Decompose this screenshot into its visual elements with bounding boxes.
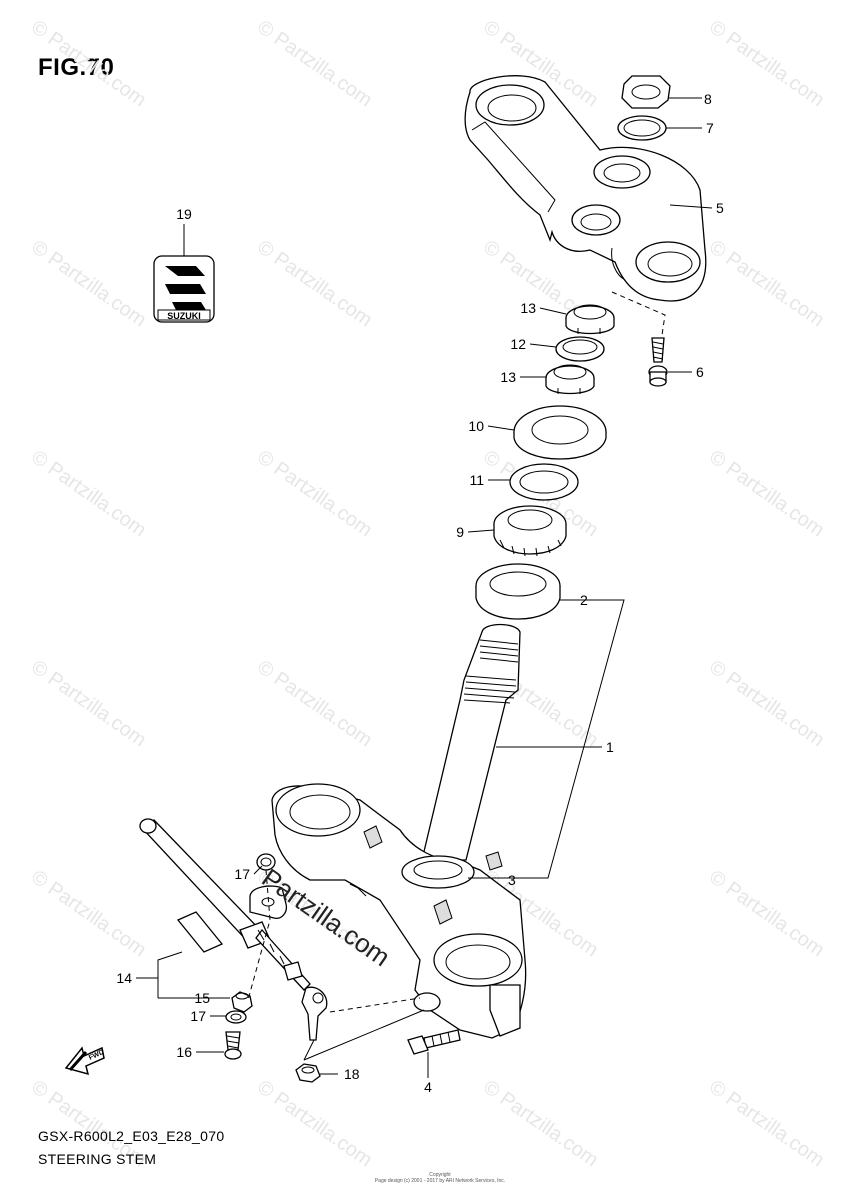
part-upper-bracket[interactable]	[464, 75, 707, 302]
callout-6[interactable]: 6	[696, 364, 704, 380]
part-stem-dust-seal[interactable]	[401, 855, 475, 889]
watermark-text-1: © Partzilla.com	[253, 16, 376, 111]
watermark-text-19: © Partzilla.com	[705, 866, 828, 961]
watermark-text-12: © Partzilla.com	[27, 656, 150, 751]
callout-18[interactable]: 18	[344, 1066, 360, 1082]
part-upper-bearing[interactable]	[493, 505, 567, 557]
callout-13[interactable]: 13	[500, 369, 516, 385]
part-lock-nut-lower[interactable]	[545, 364, 595, 395]
watermark-text-3: © Partzilla.com	[705, 16, 828, 111]
part-steering-stem[interactable]	[271, 623, 527, 1039]
callout-7[interactable]: 7	[706, 120, 714, 136]
watermark-text-23: © Partzilla.com	[705, 1076, 828, 1171]
callout-5[interactable]: 5	[716, 200, 724, 216]
callout-4[interactable]: 4	[424, 1079, 432, 1095]
fig-title: FIG.70	[38, 54, 115, 81]
section-name: STEERING STEM	[38, 1151, 157, 1167]
callout-13[interactable]: 13	[520, 300, 536, 316]
part-washer-17-lower[interactable]	[225, 1010, 247, 1024]
watermark-text-11: © Partzilla.com	[705, 446, 828, 541]
watermark-text-21: © Partzilla.com	[253, 1076, 376, 1171]
part-suzuki-emblem[interactable]	[153, 255, 215, 323]
model-code: GSX-R600L2_E03_E28_070	[38, 1128, 225, 1144]
footer-copyright-line: Copyright	[429, 1172, 451, 1178]
watermark-text-13: © Partzilla.com	[253, 656, 376, 751]
part-lock-washer[interactable]	[555, 336, 605, 362]
part-damper-bolt[interactable]	[224, 1031, 242, 1060]
footer-credit-line: Page design (c) 2001 - 2017 by ARI Netwo…	[374, 1178, 506, 1184]
callout-14[interactable]: 14	[116, 970, 132, 986]
watermark-text-9: © Partzilla.com	[253, 446, 376, 541]
watermark-text-7: © Partzilla.com	[705, 236, 828, 331]
footer-copyright: Copyright Page design (c) 2001 - 2017 by…	[360, 1172, 520, 1184]
callout-16[interactable]: 16	[176, 1044, 192, 1060]
callout-9[interactable]: 9	[456, 524, 464, 540]
callout-1[interactable]: 1	[606, 739, 614, 755]
part-damper-bracket[interactable]	[249, 885, 288, 919]
callout-17[interactable]: 17	[190, 1008, 206, 1024]
callout-12[interactable]: 12	[510, 336, 526, 352]
callout-19[interactable]: 19	[176, 206, 192, 222]
part-steering-damper[interactable]	[139, 818, 328, 1041]
part-pinch-bolt[interactable]	[407, 1029, 461, 1055]
watermark-text-15: © Partzilla.com	[705, 656, 828, 751]
leader-lines	[136, 97, 713, 1078]
part-damper-nut[interactable]	[231, 991, 253, 1013]
callout-3[interactable]: 3	[508, 872, 516, 888]
forward-arrow-icon	[64, 1046, 105, 1076]
part-lower-race[interactable]	[475, 563, 561, 620]
part-damper-end-nut[interactable]	[295, 1063, 321, 1083]
callout-11[interactable]: 11	[469, 472, 484, 488]
part-seal-washer[interactable]	[509, 463, 579, 501]
part-washer[interactable]	[617, 115, 667, 141]
callout-15[interactable]: 15	[194, 990, 210, 1006]
part-steering-stem-nut[interactable]	[621, 75, 671, 109]
callout-17[interactable]: 17	[234, 866, 250, 882]
watermark-text-8: © Partzilla.com	[27, 446, 150, 541]
watermark-text-22: © Partzilla.com	[479, 1076, 602, 1171]
watermark-text-0: © Partzilla.com	[27, 16, 150, 111]
part-dust-seal[interactable]	[513, 405, 607, 460]
emblem-brand-text: SUZUKI	[167, 311, 201, 321]
callout-2[interactable]: 2	[580, 592, 588, 608]
watermark-text-4: © Partzilla.com	[27, 236, 150, 331]
callout-8[interactable]: 8	[704, 91, 712, 107]
watermark-text-5: © Partzilla.com	[253, 236, 376, 331]
part-bolt-upper[interactable]	[648, 337, 668, 387]
watermark-text-16: © Partzilla.com	[27, 866, 150, 961]
part-lock-nut-upper[interactable]	[565, 304, 615, 335]
callout-10[interactable]: 10	[468, 418, 484, 434]
